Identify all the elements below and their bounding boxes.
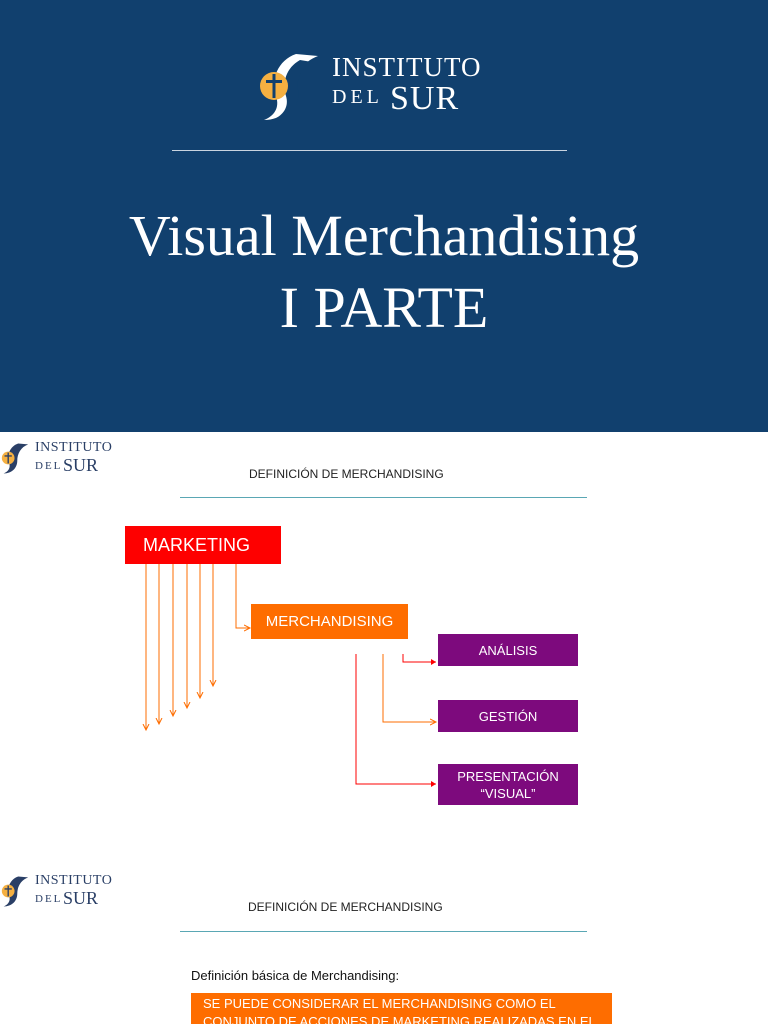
logo-text-instituto: INSTITUTO [35,440,113,455]
title-slide: INSTITUTO DEL SUR Visual Merchandising I… [0,0,768,432]
diagram-connectors [0,564,768,787]
slide-title: Visual Merchandising I PARTE [0,200,768,344]
slide-heading: DEFINICIÓN DE MERCHANDISING [248,900,443,914]
instituto-del-sur-logo-icon [1,443,29,474]
analisis-box: ANÁLISIS [438,634,578,666]
presentacion-line-2: “VISUAL” [480,785,536,801]
merchandising-box: MERCHANDISING [251,604,408,639]
header-logo: INSTITUTO DEL SUR [0,436,113,486]
logo-text-instituto: INSTITUTO [35,873,113,888]
gestion-box: GESTIÓN [438,700,578,732]
presentacion-line-1: PRESENTACIÓN [457,768,559,784]
marketing-box: MARKETING [125,526,281,564]
marketing-arrows [146,564,436,730]
definition-diagram-slide: INSTITUTO DEL SUR DEFINICIÓN DE MERCHAND… [0,432,768,852]
logo-text-del: DEL [35,460,63,472]
logo-text-sur: SUR [390,80,460,117]
slide-heading: DEFINICIÓN DE MERCHANDISING [249,467,444,481]
instituto-del-sur-logo-icon [260,54,318,120]
title-line-1: Visual Merchandising [128,203,640,268]
divider-line [172,150,567,151]
header-logo: INSTITUTO DEL SUR [0,869,113,919]
merchandising-arrows [355,654,436,787]
presentacion-visual-box: PRESENTACIÓN “VISUAL” [438,764,578,805]
title-line-2: I PARTE [279,275,489,340]
logo-text-del: DEL [332,86,383,108]
definition-text-slide: INSTITUTO DEL SUR DEFINICIÓN DE MERCHAND… [0,852,768,1024]
heading-underline [180,931,587,932]
definition-line-1: SE PUEDE CONSIDERAR EL MERCHANDISING COM… [203,996,556,1011]
definition-box: SE PUEDE CONSIDERAR EL MERCHANDISING COM… [191,993,612,1024]
definition-line-2: CONJUNTO DE ACCIONES DE MARKETING REALIZ… [203,1014,596,1024]
logo-text-sur: SUR [63,455,99,475]
heading-underline [180,497,587,498]
logo-text-del: DEL [35,893,63,905]
logo-text-instituto: INSTITUTO [332,52,482,82]
instituto-del-sur-logo-icon [1,876,29,907]
logo-text-sur: SUR [63,888,99,908]
definition-intro: Definición básica de Merchandising: [191,968,400,983]
